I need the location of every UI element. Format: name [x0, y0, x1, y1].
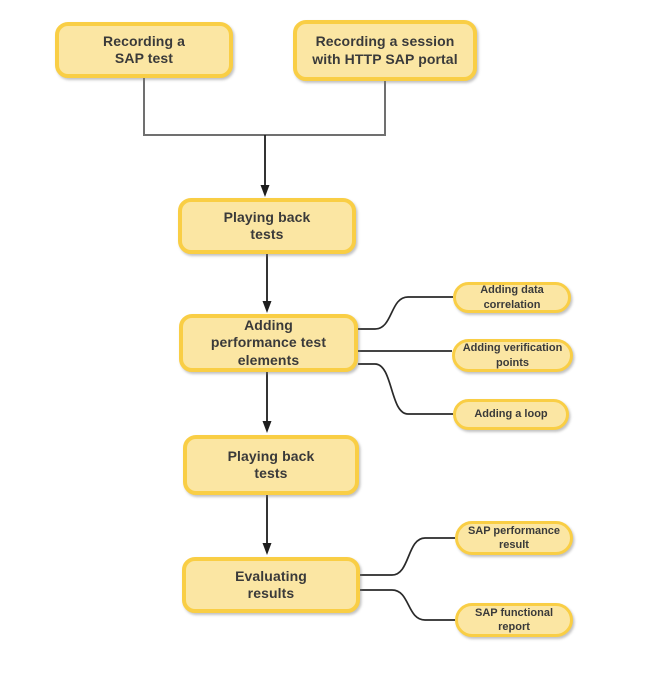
node-recording-http-sap-portal-session: Recording a session with HTTP SAP portal	[293, 20, 477, 81]
pill-adding-data-correlation: Adding data correlation	[453, 282, 571, 313]
node-evaluating-results: Evaluating results	[182, 557, 360, 613]
pill-sap-functional-report: SAP functional report	[455, 603, 573, 637]
node-adding-performance-test-elements: Adding performance test elements	[179, 314, 358, 372]
arrowhead-playback2	[262, 421, 272, 433]
pill-sap-performance-result: SAP performance result	[455, 521, 573, 555]
node-recording-sap-test: Recording a SAP test	[55, 22, 233, 78]
curve-to-perf-result	[360, 537, 455, 576]
arrowhead-evaluating	[262, 543, 272, 555]
node-playing-back-tests-1: Playing back tests	[178, 198, 356, 254]
pill-adding-verification-points: Adding verification points	[452, 339, 573, 372]
arrowhead-playback1	[260, 185, 270, 197]
curve-to-correlation	[358, 296, 453, 330]
curve-to-loop	[358, 363, 453, 415]
merge-line	[143, 77, 386, 136]
curve-to-func-report	[360, 589, 455, 621]
node-playing-back-tests-2: Playing back tests	[183, 435, 359, 495]
arrowhead-elements	[262, 301, 272, 313]
pill-adding-a-loop: Adding a loop	[453, 399, 569, 430]
